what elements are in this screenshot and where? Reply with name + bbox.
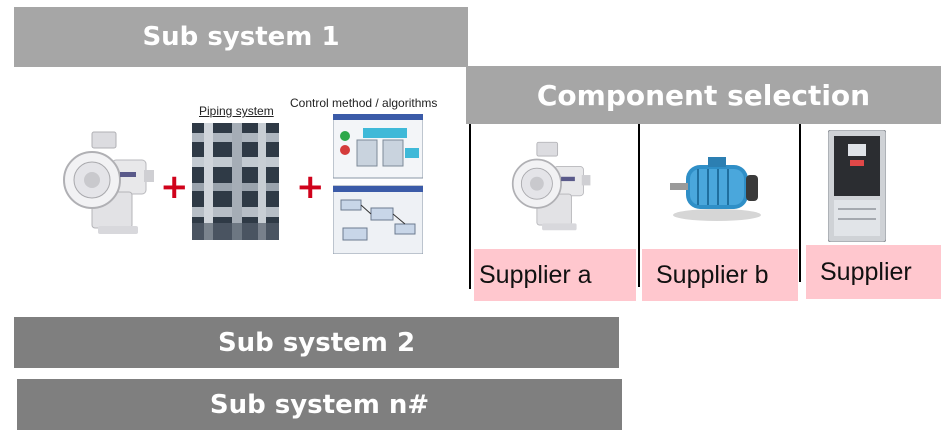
column-divider [469,124,471,289]
control-screens-image [333,114,423,254]
column-divider [799,124,801,282]
control-method-caption: Control method / algorithms [290,96,438,110]
sub-system-1-banner: Sub system 1 [14,7,468,67]
supplier-a-label: Supplier a [474,249,636,301]
plus-sign: + [160,167,189,207]
supplier-c-label: Supplier [806,245,941,299]
pump-image [511,141,591,231]
piping-system-image [192,123,279,240]
piping-system-caption: Piping system [199,104,274,118]
sub-system-n-banner: Sub system n# [17,379,622,430]
column-divider [638,124,640,287]
pump-image [63,131,154,234]
component-selection-banner: Component selection [466,66,941,124]
plus-sign: + [296,167,325,207]
drive-cabinet-image [828,130,886,242]
supplier-b-label: Supplier b [642,249,798,301]
sub-system-2-banner: Sub system 2 [14,317,619,368]
motor-image [670,157,761,221]
